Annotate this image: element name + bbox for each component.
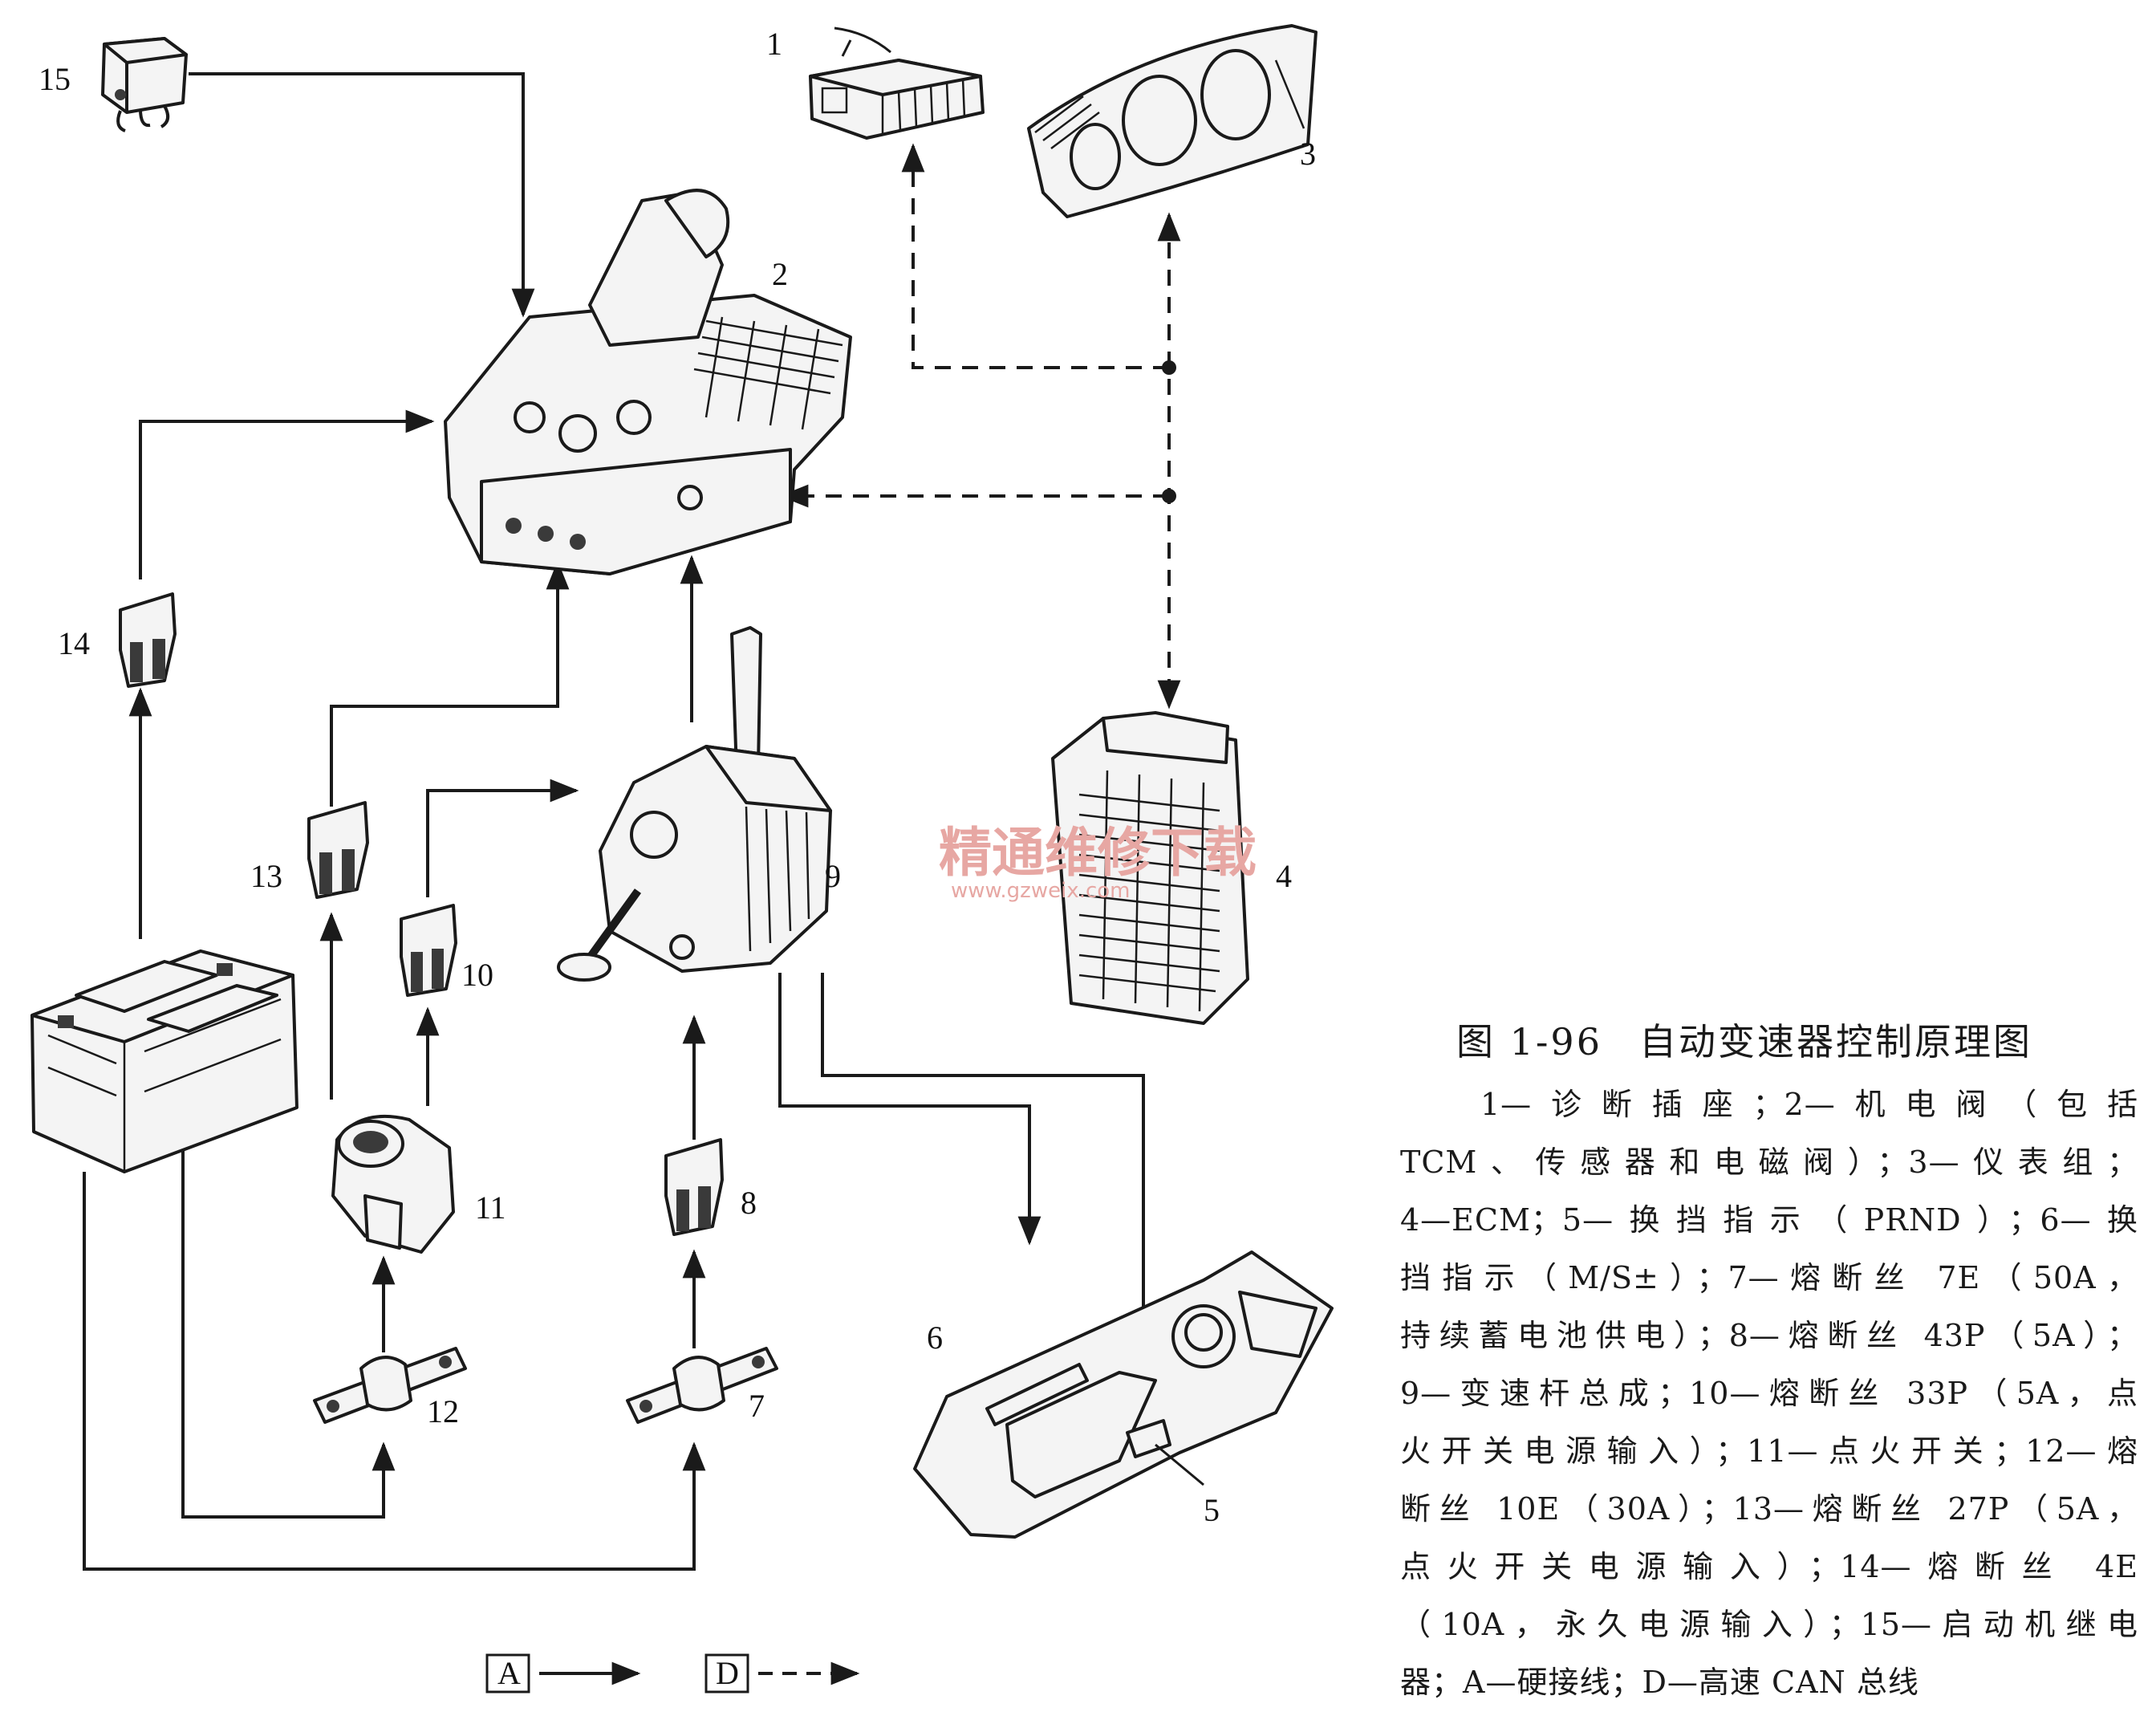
- battery: [30, 949, 298, 1173]
- callout-1: 1: [766, 26, 782, 62]
- can-node-lower: [1162, 489, 1176, 503]
- component-11-ignition-switch: [331, 1114, 455, 1254]
- watermark-text: 精通维修下载: [939, 822, 1257, 884]
- callout-9: 9: [825, 858, 841, 894]
- legend-label-d: D: [716, 1655, 739, 1691]
- figure-title-row: 图 1-96 自动变速器控制原理图: [1456, 1013, 2138, 1066]
- component-10-fuse: [400, 904, 457, 997]
- callout-7: 7: [749, 1388, 765, 1424]
- caption-line: （10A，永久电源输入）；15—启动机继电: [1400, 1607, 2138, 1642]
- figure-title: 自动变速器控制原理图: [1638, 1020, 2032, 1063]
- callout-12: 12: [427, 1393, 459, 1429]
- component-13-fuse: [307, 801, 369, 899]
- callout-2: 2: [772, 256, 788, 292]
- caption-line: 9—变速杆总成；10—熔断丝 33P（5A，点: [1400, 1376, 2138, 1411]
- callout-11: 11: [475, 1189, 506, 1226]
- legend-box-d: [704, 1653, 749, 1694]
- wire-14-to-2: [139, 409, 435, 579]
- component-1-diagnostic-connector: [809, 26, 985, 140]
- component-5-6-shifter-console: [913, 1250, 1334, 1539]
- callout-13: 13: [250, 858, 282, 894]
- component-9-gear-lever: [557, 626, 832, 982]
- callout-6: 6: [927, 1319, 943, 1356]
- legend-label-a: A: [497, 1655, 521, 1691]
- callout-4: 4: [1276, 858, 1292, 894]
- component-7-strip-fuse: [626, 1347, 778, 1424]
- wire-battery-to-7: [83, 1172, 706, 1571]
- hardwire-lines: [83, 72, 1155, 1571]
- figure-label: 图 1-96: [1456, 1020, 1602, 1063]
- callout-numbers: 15 1 3 2 14 13 9 4 10 11 8 6 12 7 5: [39, 26, 1316, 1528]
- caption-line: 器；A—硬接线；D—高速 CAN 总线: [1400, 1665, 1919, 1700]
- watermark-url: www.gzweix.com: [951, 879, 1131, 903]
- wire-10-to-9: [426, 779, 579, 897]
- callout-15: 15: [39, 61, 71, 97]
- caption-line: TCM、传感器和电磁阀）；3—仪表组；: [1400, 1145, 2138, 1180]
- callout-3: 3: [1300, 136, 1316, 172]
- can-node-upper: [1162, 360, 1176, 375]
- legend: A D: [485, 1653, 860, 1694]
- wire-battery-to-12: [181, 1144, 396, 1519]
- wire-9-to-5: [821, 973, 1155, 1430]
- component-8-fuse: [664, 1138, 724, 1236]
- wire-9-to-6: [778, 973, 1041, 1246]
- caption-line: 持续蓄电池供电）；8—熔断丝 43P（5A）；: [1400, 1318, 2138, 1353]
- caption-line: 断丝 10E（30A）；13—熔断丝 27P（5A，: [1400, 1491, 2138, 1527]
- caption-line: 4—ECM；5—换挡指示（PRND）；6—换: [1400, 1202, 2138, 1238]
- caption-line: 点火开关电源输入）；14—熔断丝 4E: [1400, 1549, 2138, 1584]
- caption-line: 1—诊断插座；2—机电阀（包括: [1480, 1087, 2138, 1122]
- callout-10: 10: [461, 957, 493, 993]
- component-2-mechatronic-valve: [444, 189, 852, 575]
- caption-line: 火开关电源输入）；11—点火开关；12—熔: [1400, 1433, 2138, 1469]
- component-14-fuse: [119, 592, 177, 688]
- figure-caption: 图 1-96 自动变速器控制原理图 1—诊断插座；2—机电阀（包括 TCM、传感器…: [1400, 1013, 2138, 1711]
- component-12-strip-fuse: [313, 1347, 467, 1424]
- can-bus-to-1: [901, 143, 1169, 369]
- component-4-ecm: [1051, 711, 1249, 1025]
- wire-15-to-2: [189, 72, 535, 318]
- callout-8: 8: [741, 1185, 757, 1221]
- wire-13-to-2: [330, 560, 570, 807]
- legend-box-a: [485, 1653, 530, 1694]
- callout-14: 14: [58, 625, 90, 661]
- callout-5: 5: [1204, 1492, 1220, 1528]
- component-15-relay: [101, 37, 188, 132]
- can-bus-lines: [779, 143, 1181, 710]
- component-3-instrument-cluster: [1027, 24, 1318, 218]
- caption-line: 挡指示（M/S±）；7—熔断丝 7E（50A，: [1400, 1260, 2138, 1295]
